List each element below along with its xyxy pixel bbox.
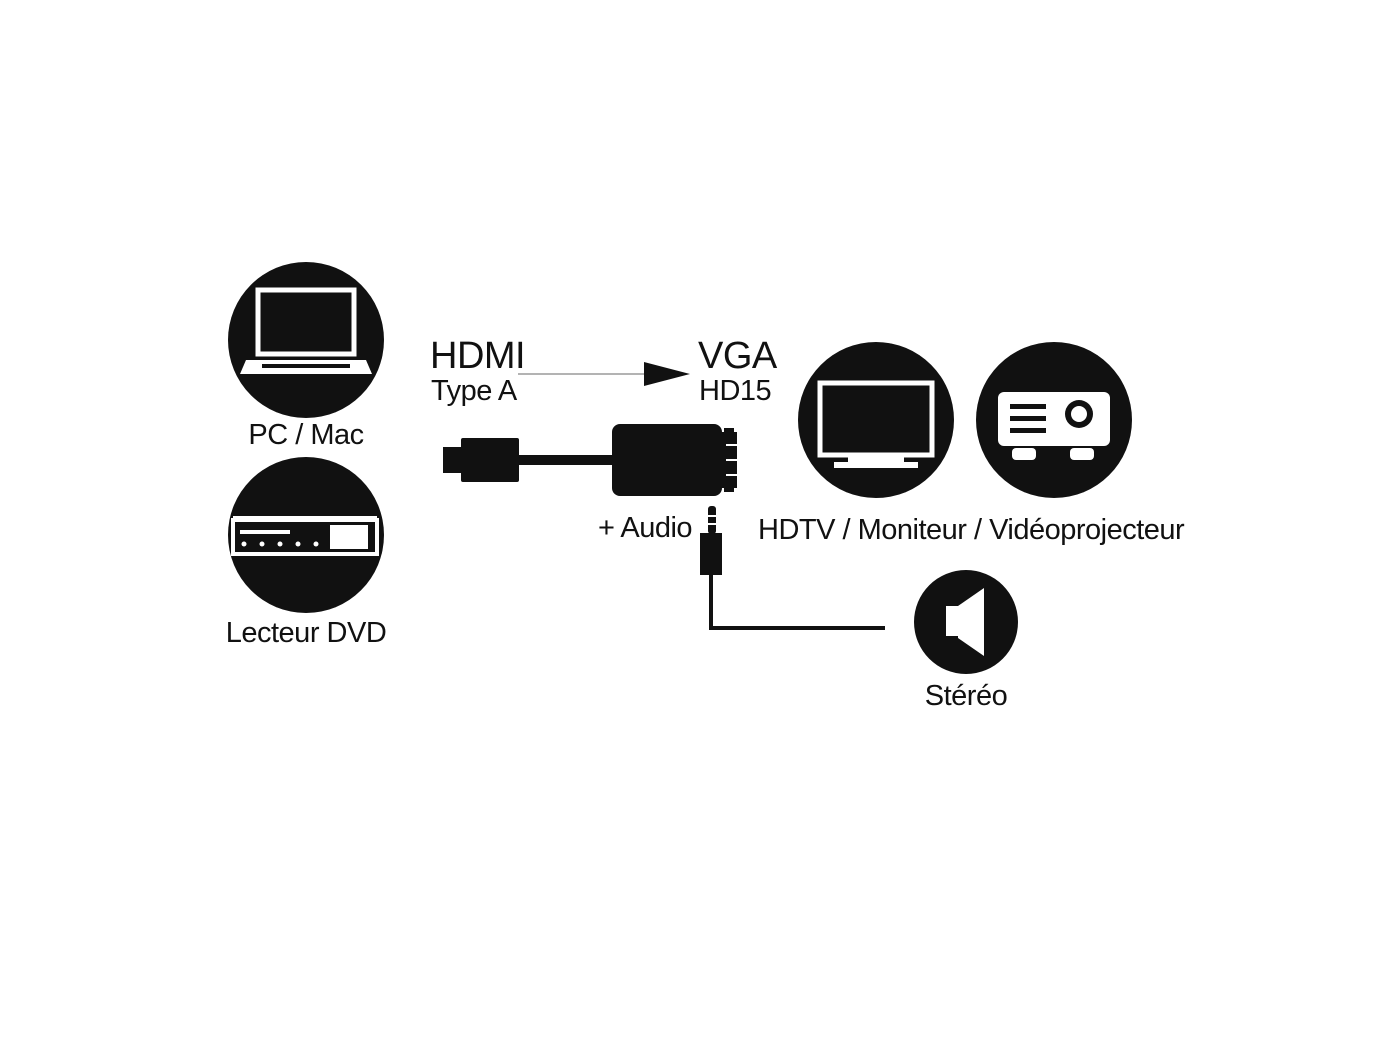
monitor-icon	[798, 342, 954, 498]
connector-out-name: VGA	[698, 335, 777, 377]
dvd-player-icon	[228, 457, 384, 613]
displays-label: HDTV / Moniteur / Vidéoprojecteur	[758, 514, 1185, 546]
projector-icon	[976, 342, 1132, 498]
hdmi-plug-icon	[443, 438, 615, 482]
connector-in-subtitle: Type A	[431, 375, 517, 407]
right-arrow-icon	[518, 362, 690, 386]
speaker-icon	[914, 570, 1018, 674]
connector-out-subtitle: HD15	[699, 375, 772, 407]
audio-label: + Audio	[598, 512, 693, 544]
vga-adapter-icon	[612, 424, 737, 496]
audio-jack-icon	[700, 506, 885, 630]
source-label-dvd: Lecteur DVD	[225, 617, 387, 649]
connector-in-name: HDMI	[430, 335, 526, 377]
laptop-icon	[228, 262, 384, 418]
source-label-pc-mac: PC / Mac	[248, 419, 364, 451]
speaker-label: Stéréo	[924, 680, 1008, 712]
